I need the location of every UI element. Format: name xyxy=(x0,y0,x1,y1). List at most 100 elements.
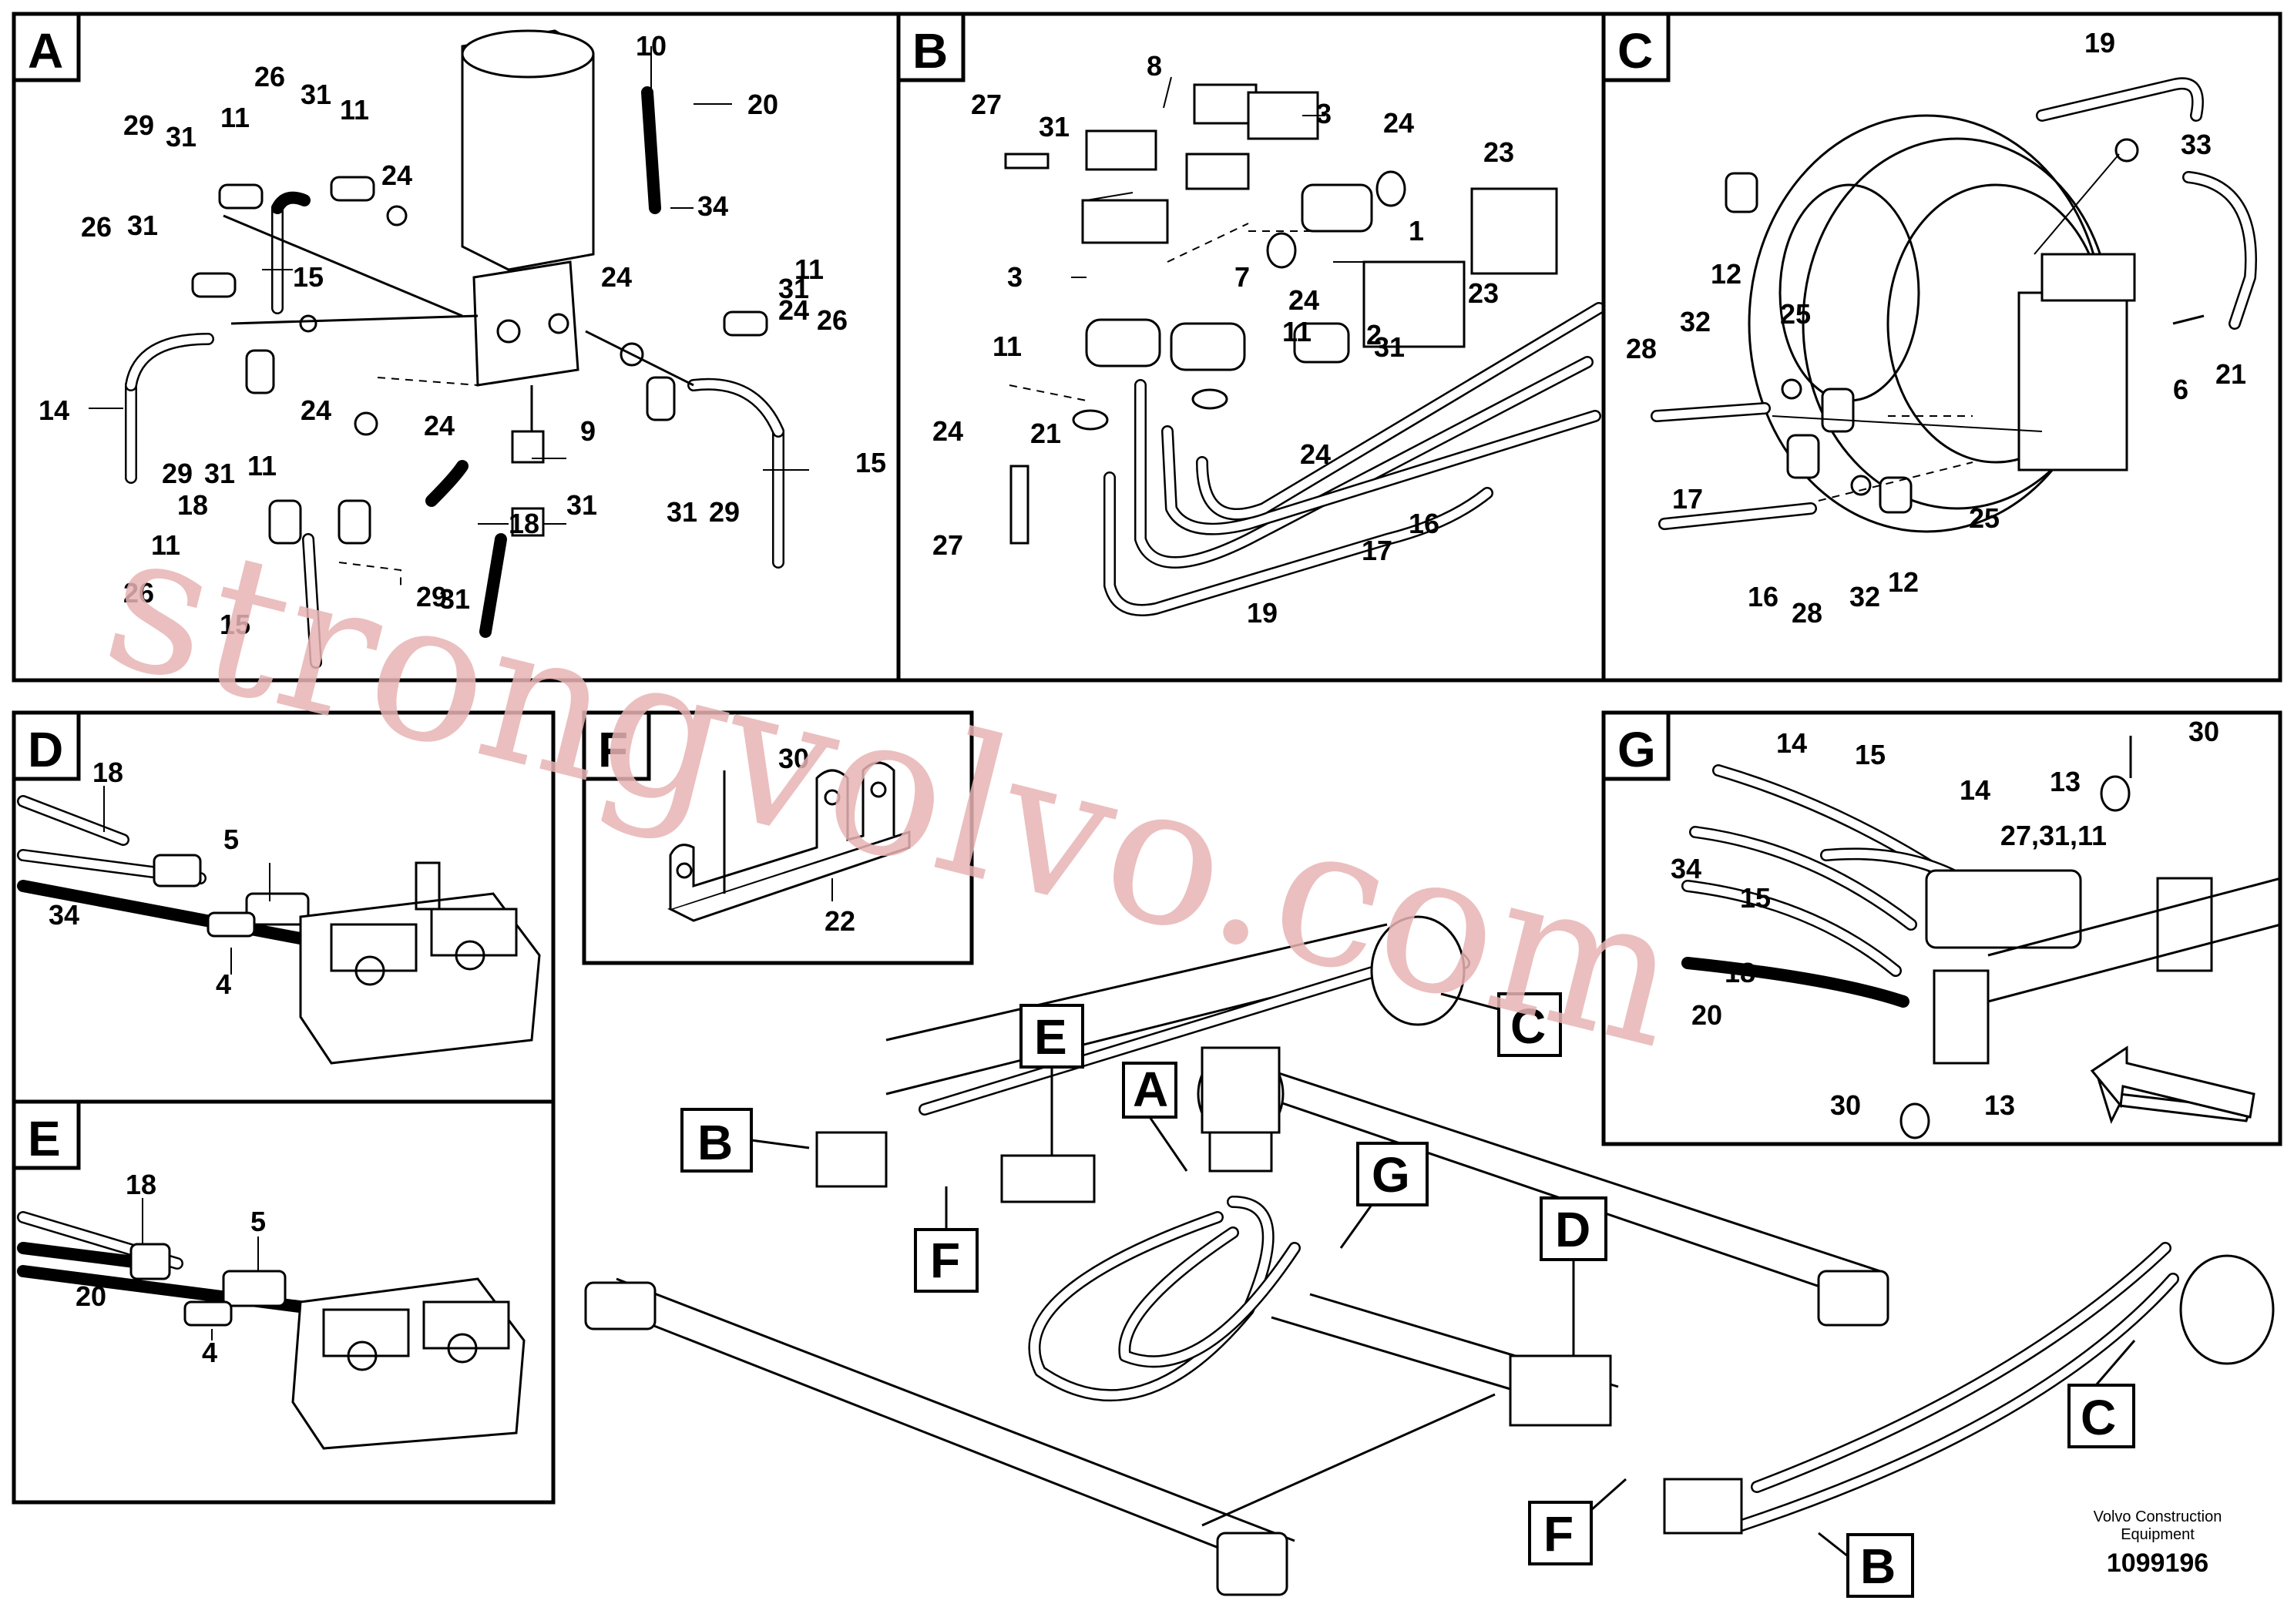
callout-c-6: 6 xyxy=(2173,374,2188,405)
callout-b-7: 3 xyxy=(1316,98,1332,129)
callout-g-2: 15 xyxy=(1855,739,1886,770)
swivel-motor xyxy=(461,29,595,387)
callout-b-11: 11 xyxy=(1282,316,1312,347)
callout-c-1: 33 xyxy=(2181,129,2212,160)
callout-a-3: 26 xyxy=(254,61,285,92)
callout-b-8: 7 xyxy=(1234,261,1250,293)
panel-b-letter: B xyxy=(912,23,948,79)
panel-e: E xyxy=(12,1099,556,1505)
overview-label-b2: B xyxy=(1860,1538,1896,1594)
callout-a-4: 31 xyxy=(301,79,331,110)
callout-a-29: 11 xyxy=(794,253,824,285)
overview-label-c1: C xyxy=(1510,998,1546,1054)
callout-c-8: 17 xyxy=(1672,483,1703,515)
document-number: 1099196 xyxy=(2107,1549,2208,1578)
overview-label-c2: C xyxy=(2081,1390,2116,1445)
callout-a-34: 31 xyxy=(667,496,697,528)
callout-a-9: 24 xyxy=(381,159,412,191)
callout-a-2: 34 xyxy=(697,190,728,222)
callout-g-0: 30 xyxy=(2188,716,2219,747)
callout-b-0: 8 xyxy=(1147,50,1162,82)
callout-c-13: 12 xyxy=(1888,566,1919,598)
callout-c-11: 28 xyxy=(1792,597,1822,629)
callout-a-1: 20 xyxy=(747,89,778,120)
panel-a: A xyxy=(12,12,901,683)
overview-label-g: G xyxy=(1372,1147,1410,1203)
panel-b: B xyxy=(896,12,1606,683)
callout-a-11: 26 xyxy=(81,211,112,243)
callout-f-0: 30 xyxy=(778,743,809,774)
callout-b-20: 17 xyxy=(1362,535,1392,566)
callout-g-8: 18 xyxy=(1725,957,1755,988)
callout-a-24: 26 xyxy=(123,577,154,609)
callout-b-21: 19 xyxy=(1247,597,1278,629)
callout-a-5: 11 xyxy=(220,102,250,133)
callout-c-7: 21 xyxy=(2215,358,2246,390)
callout-b-1: 27 xyxy=(971,89,1002,120)
callout-c-3: 32 xyxy=(1680,306,1711,337)
callout-g-1: 14 xyxy=(1776,727,1807,759)
direction-arrow xyxy=(2090,1045,2255,1119)
overview-label-d: D xyxy=(1555,1202,1590,1257)
callout-a-19: 24 xyxy=(424,410,455,441)
callout-d-2: 34 xyxy=(49,899,79,931)
panel-e-letter: E xyxy=(28,1111,61,1166)
overview-label-e: E xyxy=(1034,1009,1067,1065)
callout-e-1: 5 xyxy=(250,1206,266,1237)
callout-a-30: 31 xyxy=(778,273,809,304)
overview-label-a: A xyxy=(1133,1062,1168,1117)
callout-g-7: 15 xyxy=(1740,882,1771,914)
callout-d-1: 5 xyxy=(223,824,239,855)
panel-c-letter: C xyxy=(1617,23,1653,79)
callout-b-5: 23 xyxy=(1483,136,1514,168)
callout-g-5: 27,31,11 xyxy=(2000,820,2107,851)
callout-b-4: 24 xyxy=(1383,107,1414,139)
callout-b-13: 2 xyxy=(1366,319,1382,351)
callout-a-21: 18 xyxy=(177,489,208,521)
callout-f-1: 22 xyxy=(825,905,855,937)
callout-c-2: 12 xyxy=(1711,258,1741,290)
callout-a-28: 29 xyxy=(416,581,447,612)
callout-e-2: 20 xyxy=(76,1280,106,1312)
callout-b-19: 16 xyxy=(1409,508,1439,539)
callout-b-12: 11 xyxy=(992,331,1022,362)
callout-a-27: 31 xyxy=(439,583,470,615)
machine-overview: A B C D E F G C B F xyxy=(584,915,2275,1598)
callout-a-10: 15 xyxy=(293,261,324,293)
callout-b-2: 31 xyxy=(1039,111,1070,143)
callout-c-9: 25 xyxy=(1969,502,2000,534)
callout-c-12: 32 xyxy=(1849,581,1880,612)
callout-a-6: 29 xyxy=(123,109,154,141)
callout-a-32: 24 xyxy=(778,294,809,326)
callout-b-10: 23 xyxy=(1468,277,1499,309)
callout-c-0: 19 xyxy=(2084,27,2115,59)
callout-a-25: 15 xyxy=(220,609,250,640)
panel-c: C xyxy=(1601,12,2282,683)
callout-c-4: 28 xyxy=(1626,333,1657,364)
callout-a-35: 29 xyxy=(709,496,740,528)
callout-b-15: 24 xyxy=(1300,438,1331,470)
callout-a-7: 31 xyxy=(166,121,196,153)
callout-a-16: 31 xyxy=(204,458,235,489)
callout-g-10: 30 xyxy=(1830,1089,1861,1121)
callout-a-23: 31 xyxy=(566,489,597,521)
callout-c-5: 25 xyxy=(1780,298,1811,330)
callout-d-3: 4 xyxy=(216,968,231,1000)
callout-b-6: 1 xyxy=(1409,215,1424,247)
panel-f-letter: F xyxy=(598,722,628,777)
overview-label-b1: B xyxy=(697,1115,733,1170)
callout-a-18: 24 xyxy=(601,261,632,293)
overview-label-f2: F xyxy=(1543,1506,1574,1562)
panel-g-letter: G xyxy=(1617,722,1656,777)
callout-b-18: 21 xyxy=(1030,418,1061,449)
callout-a-33: 15 xyxy=(855,447,886,478)
callout-a-8: 11 xyxy=(340,94,369,126)
panel-d-letter: D xyxy=(28,722,63,777)
callout-a-13: 24 xyxy=(301,394,331,426)
callout-g-11: 13 xyxy=(1984,1089,2015,1121)
panel-f: F xyxy=(582,710,974,965)
callout-a-26: 18 xyxy=(509,508,539,539)
panel-a-letter: A xyxy=(28,23,63,79)
overview-label-f1: F xyxy=(930,1233,960,1288)
